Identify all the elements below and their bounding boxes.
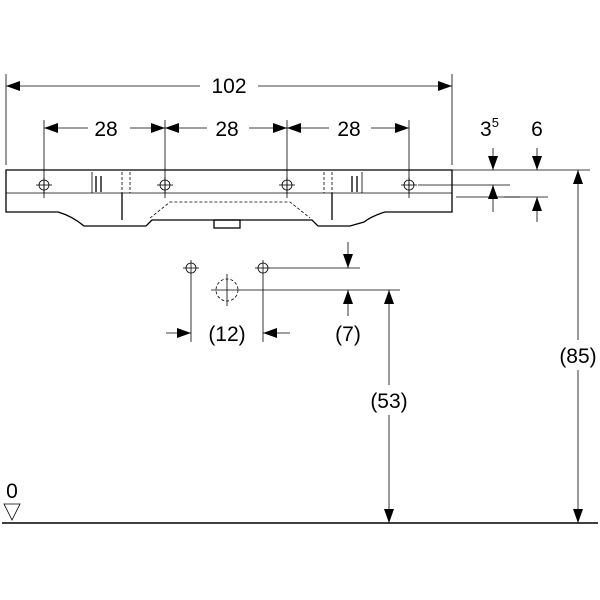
tap-drop-label: (7) [335,323,361,346]
mounting-hole-2 [157,177,173,193]
overall-width-label: 102 [211,75,246,98]
mounting-hole-1 [36,177,52,193]
hole-spacing-dimensions: 28 28 28 [43,116,410,198]
outlet-height-dimension: (53) [370,290,408,523]
total-height-label: (85) [559,345,596,368]
rim-dimensions: 35 6 [418,115,590,222]
total-height-dimension: (85) [559,170,597,523]
rim-offset-superscript: 5 [492,115,499,130]
rim-offset-base: 3 [480,118,492,141]
floor-level: 0 [2,480,598,524]
tap-hole-left [183,260,199,276]
outlet-position [211,274,243,306]
floor-level-label: 0 [6,480,18,503]
rim-thickness-label: 6 [531,118,543,141]
mounting-holes [36,177,417,193]
outlet-height-label: (53) [370,390,407,413]
mounting-hole-3 [279,177,295,193]
tap-spacing-label: (12) [208,323,245,346]
mounting-hole-4 [401,177,417,193]
tap-hole-right [255,260,271,276]
washbasin-outline [5,169,453,229]
tap-and-outlet-positions: (12) (7) [166,242,400,346]
spacing-2-label: 28 [215,118,238,141]
rim-offset-label: 35 [480,115,499,141]
spacing-1-label: 28 [94,118,117,141]
spacing-3-label: 28 [337,118,360,141]
overall-width-dimension: 102 [5,74,453,165]
level-marker-icon [3,503,21,521]
